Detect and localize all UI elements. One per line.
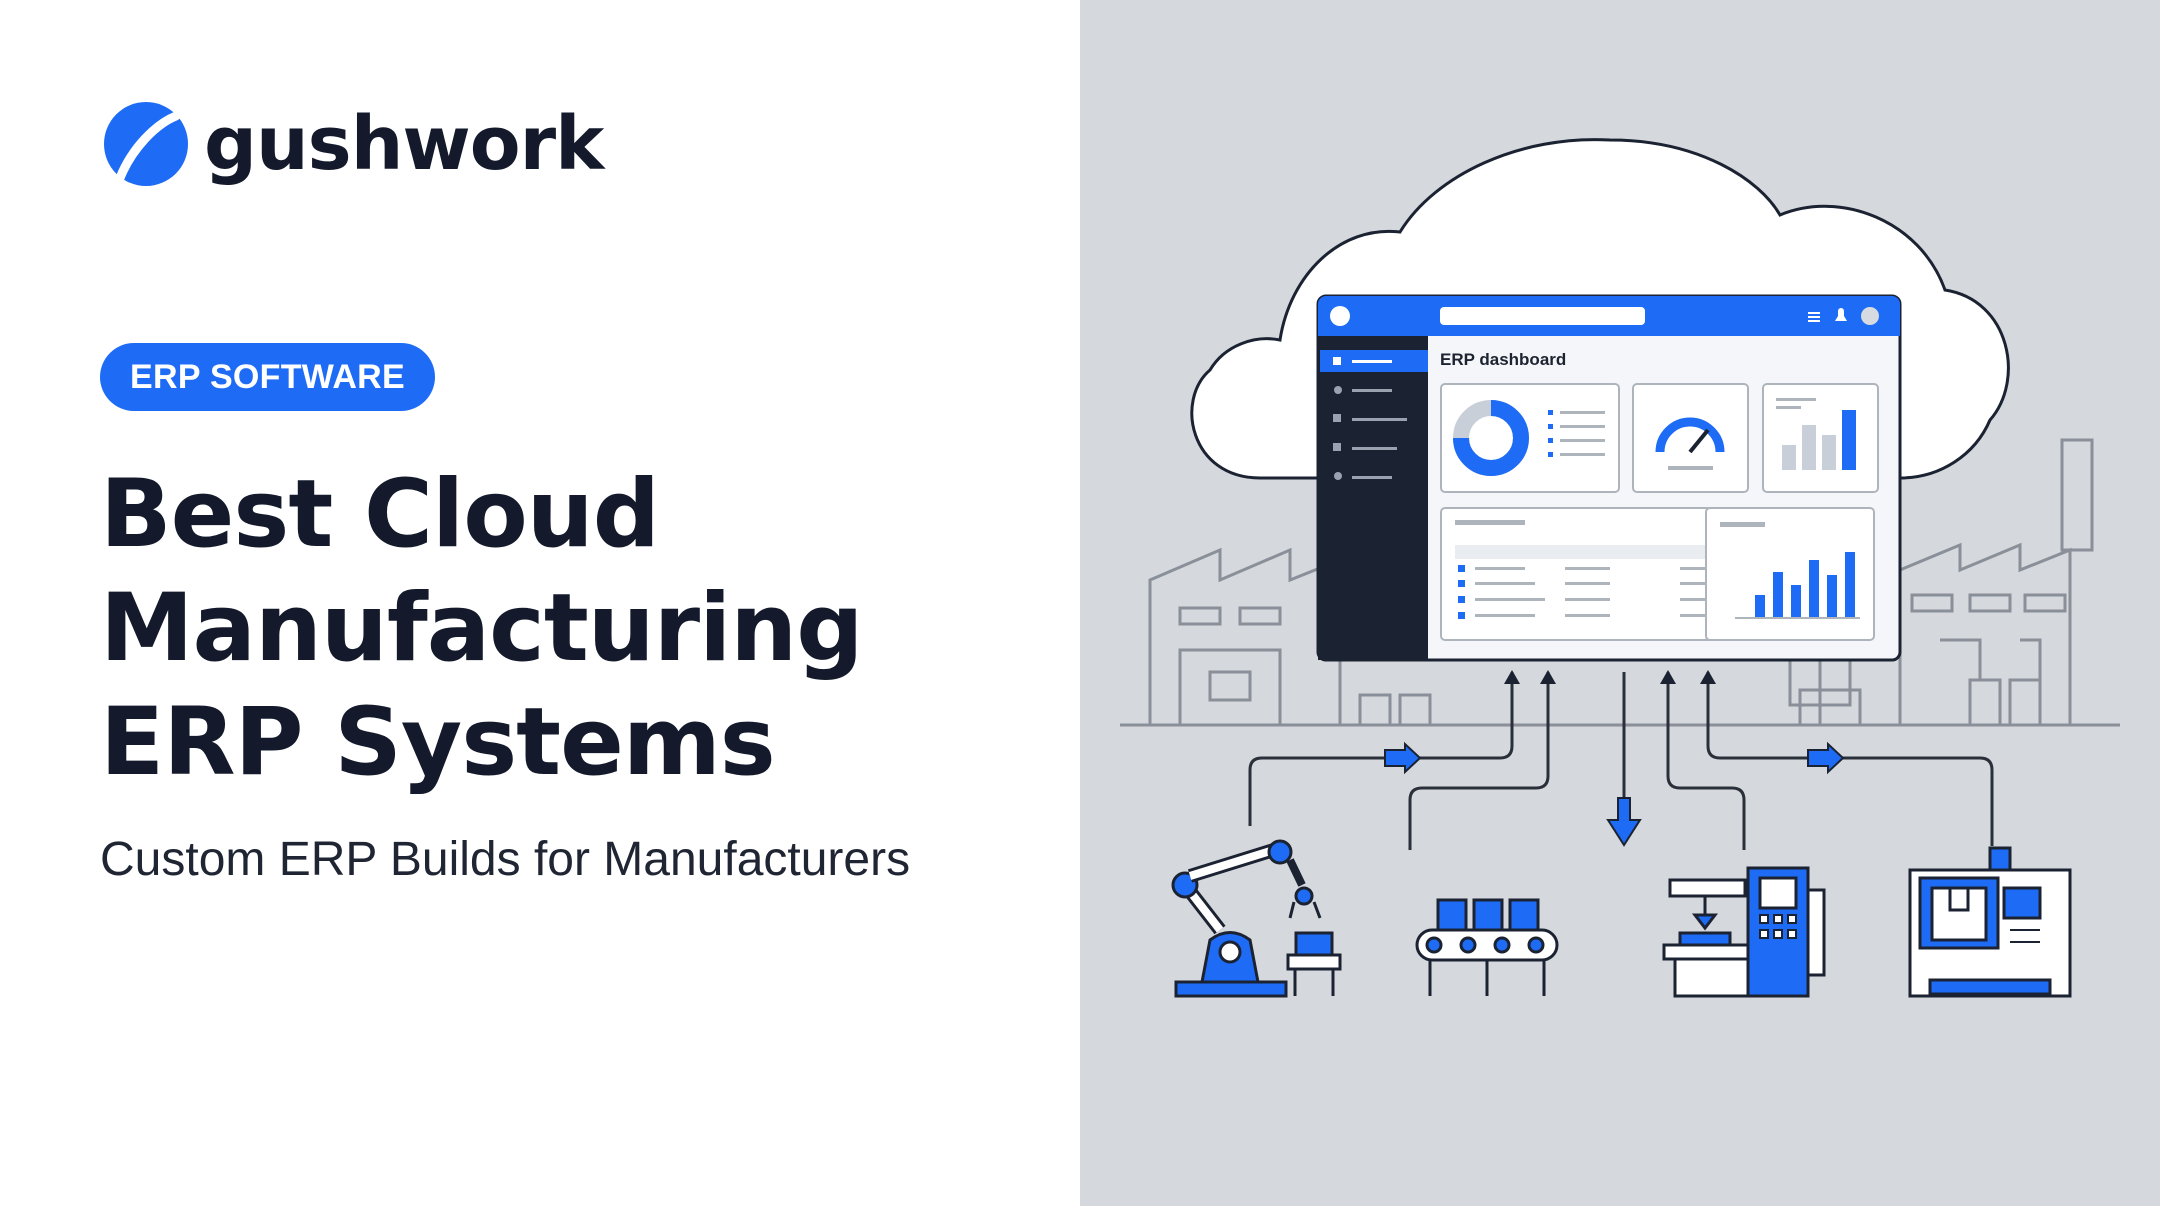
left-panel: gushwork ERP SOFTWARE Best Cloud Manufac…	[98, 96, 1060, 886]
page-title: Best Cloud Manufacturing ERP Systems	[100, 458, 1060, 800]
menu-icon	[1808, 312, 1820, 322]
erp-dashboard-window	[1316, 294, 1902, 662]
page-subtitle: Custom ERP Builds for Manufacturers	[100, 833, 911, 886]
bell-icon	[1835, 308, 1847, 321]
dashboard-title: ERP dashboard	[1440, 350, 1567, 369]
sidebar	[1318, 336, 1428, 660]
erp-illustration	[1120, 138, 2120, 998]
search-bar	[1440, 307, 1645, 325]
factory-icon	[1788, 438, 2094, 727]
title-line: ERP Systems	[100, 688, 776, 797]
brand-logo[interactable]: gushwork	[98, 96, 604, 192]
arrow-icons	[1384, 741, 1845, 847]
bar-chart-icon	[1782, 410, 1856, 470]
bar-chart-icon	[1755, 552, 1855, 617]
robot-arm-icon	[1171, 839, 1342, 998]
arrowhead-icons	[1504, 670, 1716, 684]
connection-lines	[1248, 672, 1994, 850]
illustration-panel: ERP dashboard	[1080, 0, 2160, 1206]
gushwork-logo-icon	[104, 102, 188, 186]
lathe-machine-icon	[1908, 846, 2072, 998]
title-line: Best Cloud	[100, 460, 660, 569]
conveyor-icon	[1415, 898, 1559, 996]
avatar	[1861, 307, 1879, 325]
app-logo-icon	[1330, 306, 1350, 326]
title-line: Manufacturing	[100, 574, 864, 683]
gauge-icon	[1655, 417, 1725, 453]
cnc-machine-icon	[1662, 866, 1826, 998]
brand-name: gushwork	[204, 101, 604, 187]
category-badge[interactable]: ERP SOFTWARE	[100, 343, 436, 411]
